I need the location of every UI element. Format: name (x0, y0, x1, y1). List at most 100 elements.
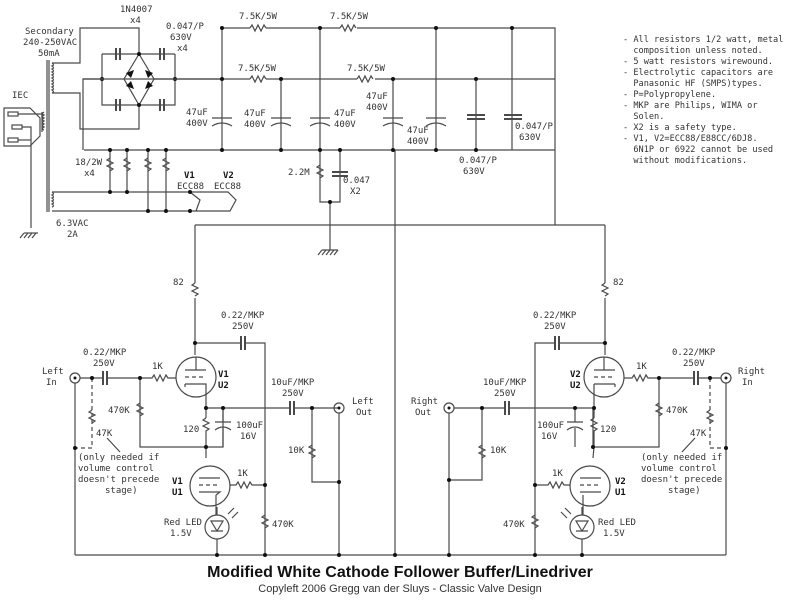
left-plate-cap-label-2: 250V (232, 322, 254, 332)
resistor-7-5k-2 (339, 23, 357, 33)
secondary-label-2: 240-250VAC (23, 38, 77, 48)
right-out-label-1: Right (411, 397, 438, 407)
page-title: Modified White Cathode Follower Buffer/L… (207, 564, 593, 581)
left-out-res-label: 10K (288, 446, 305, 456)
cap2-label-1: 47uF (244, 109, 266, 119)
left-led-label-2: 1.5V (170, 529, 192, 539)
left-note-2: volume control (78, 464, 154, 474)
cap5-label-1: 47uF (407, 126, 429, 136)
iec-label: IEC (12, 91, 28, 101)
left-lower-res-label: 470K (272, 520, 294, 530)
bypass2-label-2: 630V (519, 133, 541, 143)
left-in-label-2: In (46, 378, 57, 388)
right-out-res-label: 10K (490, 446, 507, 456)
note-line: - All resistors 1/2 watt, metal (623, 35, 783, 45)
right-led (569, 514, 595, 540)
cap1-label-2: 400V (186, 119, 208, 129)
right-out-label-2: Out (415, 408, 431, 418)
left-cathode-cap-label-1: 100uF (236, 421, 263, 431)
cap4-label-1: 47uF (366, 92, 388, 102)
left-cathode-cap-label-2: 16V (240, 432, 257, 442)
left-channel: 82 0.22/MKP 250V V1 U2 Left In 0.22/MKP … (42, 277, 374, 555)
right-note-2: volume control (641, 464, 717, 474)
note-line: 6N1P or 6922 cannot be used (623, 145, 773, 155)
left-in-label-1: Left (42, 367, 64, 377)
cap3-label-2: 400V (334, 120, 356, 130)
left-led (204, 514, 230, 540)
right-cathode-cap-label-2: 16V (541, 432, 558, 442)
heater-v1-name: V1 (184, 171, 195, 181)
rectifier-label-2: x4 (130, 16, 141, 26)
heater-v2-name: V2 (223, 171, 234, 181)
secondary-label-3: 50mA (38, 49, 60, 59)
junction-dots (73, 26, 728, 557)
note-line: - V1, V2=ECC88/E88CC/6DJ8. (623, 134, 758, 144)
page-subtitle: Copyleft 2006 Gregg van der Sluys - Clas… (258, 583, 542, 595)
note-line: - Electrolytic capacitors are (623, 68, 773, 78)
right-out-cap-label-1: 10uF/MKP (483, 378, 527, 388)
right-note-3: doesn't precede (641, 475, 722, 485)
iec-inlet (3, 107, 43, 239)
cap3-label-1: 47uF (334, 109, 356, 119)
cap1-label-1: 47uF (186, 108, 208, 118)
heater-res-label-2: x4 (84, 169, 95, 179)
left-lower-tube-v: V1 (172, 477, 183, 487)
bypass1-label-1: 0.047/P (459, 156, 498, 166)
bypass2-label-1: 0.047/P (515, 122, 554, 132)
right-lower-tube (569, 465, 611, 507)
resistor-7-5k-4 (356, 74, 374, 84)
right-bias-res-label: 470K (666, 406, 688, 416)
left-note-4: stage) (105, 486, 138, 496)
left-note-1: (only needed if (78, 453, 159, 463)
gnd-cap-label-1: 0.047 (343, 176, 370, 186)
left-note-3: doesn't precede (78, 475, 159, 485)
note-line: - P=Polypropylene. (623, 90, 716, 100)
r5w-label-2: 7.5K/5W (330, 12, 369, 22)
left-in-cap-label-2: 250V (93, 359, 115, 369)
right-cathode-cap-label-1: 100uF (537, 421, 564, 431)
resistor-7-5k-1 (249, 23, 267, 33)
heater-res-label-1: 18/2W (75, 158, 103, 168)
right-out-cap-label-2: 250V (494, 389, 516, 399)
note-line: - X2 is a safety type. (623, 123, 737, 133)
right-lower-tube-v: V2 (615, 477, 626, 487)
left-cathode-res-label: 120 (183, 425, 199, 435)
right-led-label-1: Red LED (598, 518, 636, 528)
cap2-label-2: 400V (244, 120, 266, 130)
note-line: Solen. (623, 112, 664, 122)
right-led-label-2: 1.5V (603, 529, 625, 539)
note-line: composition unless noted. (623, 46, 763, 56)
right-plate-res-label: 82 (613, 278, 624, 288)
bridge-caps-label-1: 0.047/P (166, 22, 205, 32)
cap4-label-2: 400V (366, 103, 388, 113)
heater-v1-type: ECC88 (177, 182, 204, 192)
gnd-cap-label-2: X2 (350, 187, 361, 197)
left-lower-tube (189, 465, 231, 507)
right-channel: 82 0.22/MKP 250V V2 U2 Right In 0.22/MKP… (411, 277, 765, 555)
right-in-cap-label-2: 250V (683, 359, 705, 369)
left-upper-tube-v: V1 (218, 370, 229, 380)
transformer (41, 27, 140, 212)
left-lower-grid-res-label: 1K (237, 469, 248, 479)
heater-winding-label-2: 2A (67, 230, 78, 240)
right-cathode-res-label: 120 (600, 425, 616, 435)
left-out-label-2: Out (356, 408, 372, 418)
left-bias-res-label: 470K (108, 406, 130, 416)
right-grid-res-label: 1K (636, 362, 647, 372)
right-upper-tube-u: U2 (570, 381, 581, 391)
right-lower-tube-u: U1 (615, 488, 626, 498)
r5w-label-3: 7.5K/5W (238, 64, 277, 74)
rectifier-label-1: 1N4007 (120, 5, 153, 15)
notes-block: - All resistors 1/2 watt, metal composit… (623, 35, 783, 166)
left-shunt-label: 47K (96, 429, 113, 439)
left-led-label-1: Red LED (164, 518, 202, 528)
left-plate-cap-label-1: 0.22/MKP (221, 311, 265, 321)
cap5-label-2: 400V (407, 137, 429, 147)
right-in-cap-label-1: 0.22/MKP (672, 348, 716, 358)
heater-v2-type: ECC88 (214, 182, 241, 192)
note-line: Panasonic HF (SMPS)types. (623, 79, 763, 89)
right-in-label-1: Right (738, 367, 765, 377)
r5w-label-4: 7.5K/5W (347, 64, 386, 74)
left-upper-tube-u: U2 (218, 381, 229, 391)
